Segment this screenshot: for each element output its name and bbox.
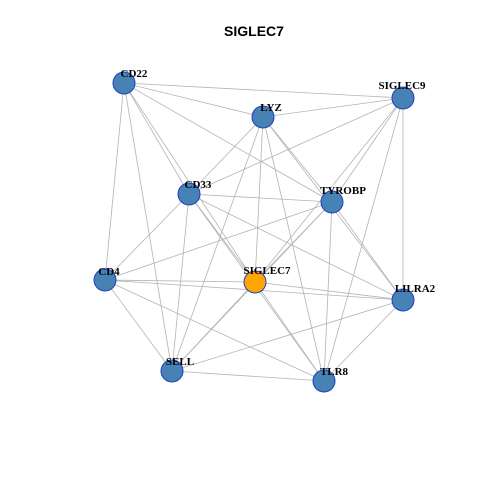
node-label-siglec7: SIGLEC7 (243, 265, 291, 277)
edge-lyz-siglec7 (254, 116, 264, 283)
node-tlr8[interactable] (312, 369, 336, 393)
node-lyz[interactable] (251, 105, 275, 129)
node-cd33[interactable] (177, 182, 201, 206)
edge-cd22-cd33 (123, 82, 190, 195)
edge-cd4-sell (104, 279, 173, 372)
edge-lyz-siglec9 (262, 97, 404, 118)
edge-siglec7-sell (171, 281, 256, 372)
node-label-lyz: LYZ (260, 102, 282, 114)
node-label-cd4: CD4 (98, 266, 120, 278)
node-label-lilra2: LILRA2 (395, 283, 436, 295)
edge-cd33-tyrobp (188, 193, 333, 203)
node-lilra2[interactable] (391, 288, 415, 312)
node-sell[interactable] (160, 359, 184, 383)
edge-siglec9-tyrobp (331, 97, 404, 203)
edge-lyz-tyrobp (262, 116, 333, 203)
edge-siglec9-cd33 (188, 97, 404, 195)
edge-cd22-siglec9 (123, 82, 404, 99)
edge-lyz-sell (171, 116, 264, 372)
node-label-cd33: CD33 (185, 179, 212, 191)
node-label-sell: SELL (166, 356, 194, 368)
edge-tlr8-lilra2 (323, 299, 404, 382)
edge-cd33-cd4 (104, 193, 190, 281)
node-layer (93, 71, 415, 393)
node-label-tyrobp: TYROBP (320, 185, 366, 197)
edge-siglec7-lilra2 (254, 281, 404, 301)
edge-lyz-cd33 (188, 116, 264, 195)
edge-cd22-siglec7 (123, 82, 256, 283)
edge-cd33-sell (171, 193, 190, 372)
edge-tyrobp-cd4 (104, 201, 333, 281)
edge-cd4-tlr8 (104, 279, 325, 382)
node-label-cd22: CD22 (121, 68, 148, 80)
edge-sell-tlr8 (171, 370, 325, 382)
node-cd22[interactable] (112, 71, 136, 95)
edge-cd22-cd4 (104, 82, 125, 281)
graph-title: SIGLEC7 (224, 23, 284, 39)
node-tyrobp[interactable] (320, 190, 344, 214)
edge-siglec7-tlr8 (254, 281, 325, 382)
node-label-tlr8: TLR8 (320, 366, 349, 378)
edge-cd22-lyz (123, 82, 264, 118)
node-siglec7[interactable] (243, 270, 267, 294)
node-label-siglec9: SIGLEC9 (378, 80, 426, 92)
edge-cd4-siglec7 (104, 279, 256, 283)
edge-siglec9-tlr8 (323, 97, 404, 382)
node-siglec9[interactable] (391, 86, 415, 110)
edge-tyrobp-lilra2 (331, 201, 404, 301)
edge-cd22-tyrobp (123, 82, 333, 203)
edge-siglec9-siglec7 (254, 97, 404, 283)
edge-lyz-tlr8 (262, 116, 325, 382)
node-cd4[interactable] (93, 268, 117, 292)
edge-tyrobp-tlr8 (323, 201, 333, 382)
edge-cd33-lilra2 (188, 193, 404, 301)
edge-sell-lilra2 (171, 299, 404, 372)
edge-layer (104, 82, 404, 382)
edge-cd22-sell (123, 82, 173, 372)
